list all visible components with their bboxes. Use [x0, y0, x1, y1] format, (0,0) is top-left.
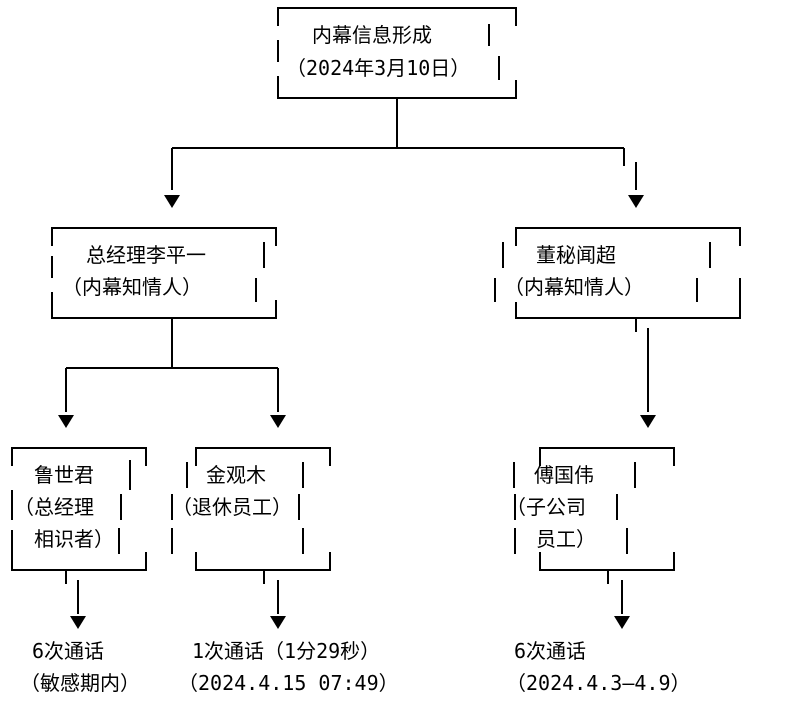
- arrowhead-icon: [628, 195, 644, 208]
- recipient-name: 傅国伟: [534, 463, 594, 487]
- insider-name: 总经理李平一: [86, 243, 206, 267]
- recipient-name: 鲁世君: [34, 463, 94, 487]
- outcome-detail: （敏感期内）: [20, 671, 140, 695]
- root-title: 内幕信息形成: [312, 23, 432, 47]
- arrowhead-icon: [270, 616, 286, 629]
- recipient-role: 相识者）: [34, 527, 114, 551]
- outcome-calls: 1次通话（1分29秒）: [192, 639, 381, 663]
- insider-name: 董秘闻超: [536, 243, 616, 267]
- arrowhead-icon: [640, 415, 656, 428]
- outcome-detail: （2024.4.3–4.9）: [506, 671, 691, 695]
- insider-role: （内幕知情人）: [62, 275, 202, 299]
- arrowhead-icon: [164, 195, 180, 208]
- arrowhead-icon: [70, 616, 86, 629]
- arrowhead-icon: [614, 616, 630, 629]
- recipient-name: 金观木: [206, 463, 266, 487]
- outcome-calls: 6次通话: [514, 639, 587, 663]
- outcome-detail: （2024.4.15 07:49）: [178, 671, 399, 695]
- root-date: （2024年3月10日）: [286, 56, 471, 80]
- arrowhead-icon: [270, 415, 286, 428]
- arrowhead-icon: [58, 415, 74, 428]
- recipient-role: （退休员工）: [172, 495, 292, 519]
- recipient-role: 员工）: [536, 527, 596, 551]
- recipient-role: （子公司: [506, 495, 586, 519]
- insider-role: （内幕知情人）: [504, 275, 644, 299]
- outcome-calls: 6次通话: [32, 639, 105, 663]
- recipient-role: （总经理: [14, 495, 94, 519]
